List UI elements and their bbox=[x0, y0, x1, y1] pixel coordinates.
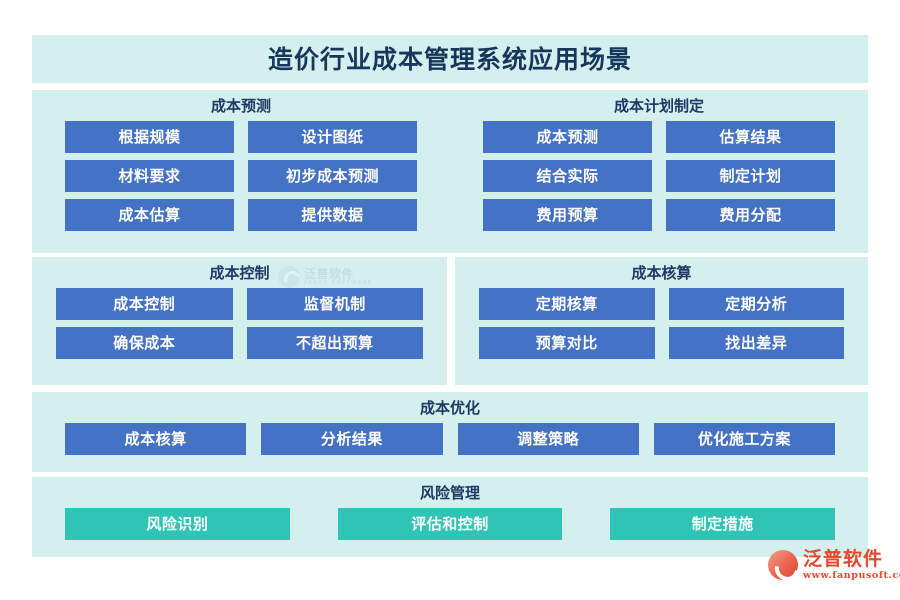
box-grid-cost-plan: 成本预测 估算结果 结合实际 制定计划 费用预算 费用分配 bbox=[450, 114, 868, 231]
brand-name: 泛普软件 bbox=[803, 548, 884, 570]
box-grid-cost-forecast: 根据规模 设计图纸 材料要求 初步成本预测 成本估算 提供数据 bbox=[32, 114, 450, 231]
item-box[interactable]: 成本核算 bbox=[65, 423, 247, 455]
page-title-banner: 造价行业成本管理系统应用场景 bbox=[32, 35, 868, 83]
item-box[interactable]: 材料要求 bbox=[65, 160, 234, 192]
item-box[interactable]: 确保成本 bbox=[56, 327, 233, 359]
box-grid-cost-optimization: 成本核算 分析结果 调整策略 优化施工方案 bbox=[32, 416, 868, 455]
section-header-risk-management: 风险管理 bbox=[419, 484, 480, 502]
item-box[interactable]: 设计图纸 bbox=[248, 121, 417, 153]
section-cost-control: 成本控制 成本控制 监督机制 确保成本 不超出预算 bbox=[32, 257, 447, 385]
item-box[interactable]: 预算对比 bbox=[479, 327, 655, 359]
item-box[interactable]: 分析结果 bbox=[261, 423, 443, 455]
item-box[interactable]: 提供数据 bbox=[248, 199, 417, 231]
item-box[interactable]: 根据规模 bbox=[65, 121, 234, 153]
item-box[interactable]: 估算结果 bbox=[666, 121, 835, 153]
item-box[interactable]: 风险识别 bbox=[65, 508, 290, 540]
item-box[interactable]: 成本控制 bbox=[56, 288, 233, 320]
section-risk-management: 风险管理 风险识别 评估和控制 制定措施 bbox=[32, 477, 868, 557]
item-box[interactable]: 结合实际 bbox=[483, 160, 652, 192]
section-header-cost-optimization: 成本优化 bbox=[419, 399, 480, 417]
item-box[interactable]: 监督机制 bbox=[246, 288, 423, 320]
item-box[interactable]: 费用预算 bbox=[483, 199, 652, 231]
item-box[interactable]: 成本预测 bbox=[483, 121, 652, 153]
item-box[interactable]: 优化施工方案 bbox=[653, 423, 835, 455]
section-header-cost-plan: 成本计划制定 bbox=[613, 97, 704, 115]
item-box[interactable]: 评估和控制 bbox=[337, 508, 563, 540]
page-title: 造价行业成本管理系统应用场景 bbox=[267, 44, 632, 74]
fanpu-logo-icon bbox=[768, 550, 804, 586]
section-cost-plan: 成本计划制定 成本预测 估算结果 结合实际 制定计划 费用预算 费用分配 bbox=[450, 90, 868, 253]
item-box[interactable]: 定期核算 bbox=[479, 288, 655, 320]
item-box[interactable]: 制定计划 bbox=[666, 160, 835, 192]
section-cost-optimization: 成本优化 成本核算 分析结果 调整策略 优化施工方案 bbox=[32, 392, 868, 472]
box-grid-cost-accounting: 定期核算 定期分析 预算对比 找出差异 bbox=[455, 281, 868, 359]
section-header-cost-accounting: 成本核算 bbox=[631, 264, 692, 282]
item-box[interactable]: 制定措施 bbox=[610, 508, 835, 540]
item-box[interactable]: 定期分析 bbox=[668, 288, 844, 320]
section-header-cost-forecast: 成本预测 bbox=[210, 97, 271, 115]
item-box[interactable]: 成本估算 bbox=[65, 199, 234, 231]
item-box[interactable]: 费用分配 bbox=[666, 199, 835, 231]
brand-url: www.fanpusoft.com bbox=[803, 570, 900, 581]
brand-logo: 泛普软件 www.fanpusoft.com bbox=[768, 548, 900, 586]
item-box[interactable]: 不超出预算 bbox=[246, 327, 423, 359]
section-cost-forecast: 成本预测 根据规模 设计图纸 材料要求 初步成本预测 成本估算 提供数据 bbox=[32, 90, 450, 253]
box-grid-risk-management: 风险识别 评估和控制 制定措施 bbox=[32, 501, 868, 540]
section-header-cost-control: 成本控制 bbox=[209, 264, 270, 282]
panel-row-top: 成本预测 根据规模 设计图纸 材料要求 初步成本预测 成本估算 提供数据 成本计… bbox=[32, 90, 868, 253]
section-cost-accounting: 成本核算 定期核算 定期分析 预算对比 找出差异 bbox=[455, 257, 868, 385]
box-grid-cost-control: 成本控制 监督机制 确保成本 不超出预算 bbox=[32, 281, 447, 359]
item-box[interactable]: 找出差异 bbox=[668, 327, 844, 359]
item-box[interactable]: 初步成本预测 bbox=[248, 160, 417, 192]
item-box[interactable]: 调整策略 bbox=[457, 423, 639, 455]
